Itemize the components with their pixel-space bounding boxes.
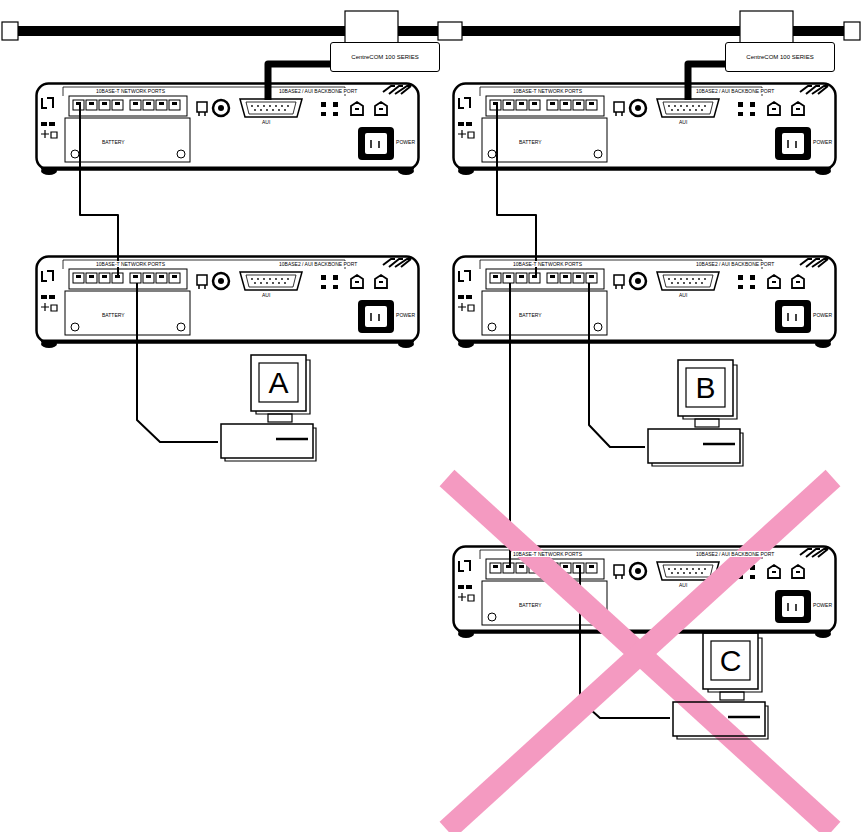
cross-stroke (447, 478, 833, 830)
backbone-cable (16, 26, 846, 36)
transceiver-clamp (345, 11, 398, 43)
power-label: POWER (395, 312, 416, 318)
power-label: POWER (395, 139, 416, 145)
hub-unit (454, 257, 836, 349)
connector-label: AUI (678, 119, 688, 125)
hub-unit: 10BASE-T NETWORK PORTS 10BASE2 / AUI BACK… (452, 82, 837, 175)
computer-label: C (711, 641, 750, 680)
backbone-port-label: 10BASE2 / AUI BACKBONE PORT (695, 551, 775, 557)
transceiver-box: CentreCOM 100 SERIES (725, 42, 835, 72)
aui-cable (268, 64, 330, 82)
hub-unit (37, 84, 419, 176)
backbone-port-label: 10BASE2 / AUI BACKBONE PORT (278, 88, 358, 94)
computer: A (218, 352, 318, 464)
hub-unit: 10BASE-T NETWORK PORTS 10BASE2 / AUI BACK… (35, 82, 420, 175)
computer-label: A (259, 363, 298, 402)
battery-label: BATTERY (101, 312, 126, 318)
power-label: POWER (812, 602, 833, 608)
port-group-label: 10BASE-T NETWORK PORTS (512, 261, 583, 267)
cross-stroke (447, 478, 833, 830)
computer: C (670, 630, 770, 742)
backbone-port-label: 10BASE2 / AUI BACKBONE PORT (695, 88, 775, 94)
hub-unit (454, 84, 836, 176)
model-label: CentreCOM 100 SERIES (351, 54, 418, 60)
model-label: CentreCOM 100 SERIES (746, 54, 813, 60)
port-group-label: 10BASE-T NETWORK PORTS (95, 88, 166, 94)
twisted-pair-cable (137, 348, 218, 442)
computer-outline (645, 357, 745, 469)
backbone-port-label: 10BASE2 / AUI BACKBONE PORT (695, 261, 775, 267)
connector-label: AUI (261, 292, 271, 298)
battery-label: BATTERY (518, 312, 543, 318)
transceiver-clamp (740, 11, 793, 43)
backbone-port-label: 10BASE2 / AUI BACKBONE PORT (278, 261, 358, 267)
battery-label: BATTERY (518, 139, 543, 145)
connector-label: AUI (678, 292, 688, 298)
aui-cable (688, 64, 725, 82)
battery-label: BATTERY (101, 139, 126, 145)
port-group-label: 10BASE-T NETWORK PORTS (512, 551, 583, 557)
computer-label: B (686, 368, 725, 407)
barrel-connector (438, 22, 462, 40)
twisted-pair-cable (80, 175, 118, 255)
port-group-label: 10BASE-T NETWORK PORTS (95, 261, 166, 267)
hub-unit: 10BASE-T NETWORK PORTS 10BASE2 / AUI BACK… (452, 255, 837, 348)
transceiver-box: CentreCOM 100 SERIES (330, 42, 440, 72)
power-label: POWER (812, 139, 833, 145)
hub-unit (37, 257, 419, 349)
terminator (2, 22, 18, 40)
connector-label: AUI (678, 582, 688, 588)
twisted-pair-cable (497, 175, 536, 255)
hub-unit: 10BASE-T NETWORK PORTS 10BASE2 / AUI BACK… (35, 255, 420, 348)
port-group-label: 10BASE-T NETWORK PORTS (512, 88, 583, 94)
computer-outline (218, 352, 318, 464)
twisted-pair-cable (509, 348, 511, 545)
power-label: POWER (812, 312, 833, 318)
computer: B (645, 357, 745, 469)
twisted-pair-cable (589, 348, 645, 447)
battery-label: BATTERY (518, 602, 543, 608)
cable-stub (80, 82, 688, 638)
connector-label: AUI (261, 119, 271, 125)
hub-unit: 10BASE-T NETWORK PORTS 10BASE2 / AUI BACK… (452, 545, 837, 638)
terminator (844, 22, 860, 40)
